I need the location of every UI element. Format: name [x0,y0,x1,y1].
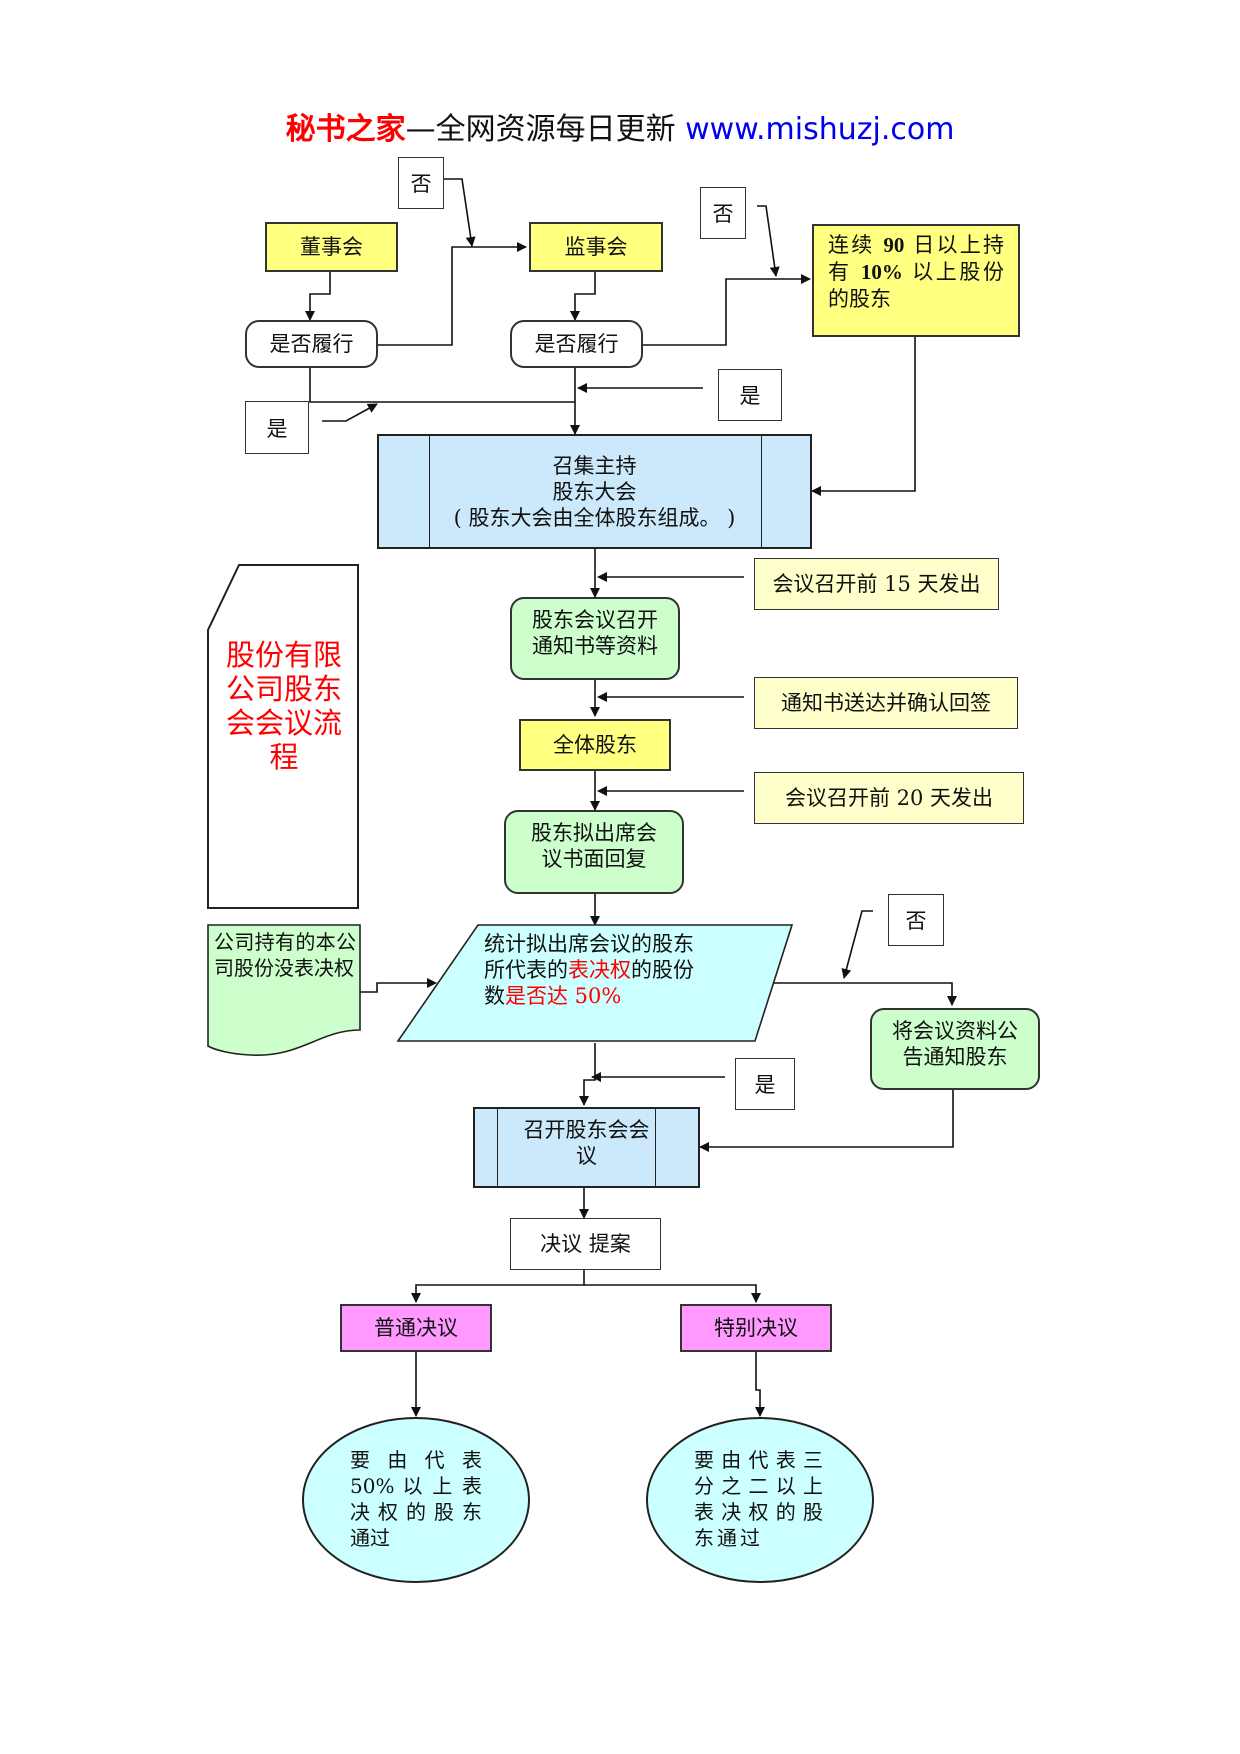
perform-2-label: 是否履行 [534,331,619,356]
convene-line-1: 召集主持 [552,453,637,478]
edge-resolution-split [411,1270,585,1303]
edge-supervisors-to-perform2 [570,269,596,321]
edge-shareholders-to-convene [811,337,916,496]
node-notice-documents: 股东会议召开通知书等资料 [510,597,680,680]
node-ordinary-pass: 要 由 代 表 50% 以 上 表 决 权 的 股 东 通过 [350,1447,482,1551]
edge-no3-pointer [841,910,873,979]
count-shape [396,924,794,1042]
side-title: 股份有限公司股东会会议流程 [218,636,350,776]
board-label: 董事会 [300,234,363,259]
node-supervisors: 监事会 [529,222,663,272]
convene-line-2: 股东大会 [552,479,637,504]
label-no-2: 否 [700,187,746,239]
header-brand: 秘书之家 [285,112,406,147]
node-special-pass: 要由代表三分之二以上表决权的股东通过 [694,1447,826,1551]
special-resolution-label: 特别决议 [714,1315,798,1340]
company-shares-label: 公司持有的本公司股份没表决权 [214,930,356,980]
written-reply-label: 股东拟出席会议书面回复 [531,821,657,871]
side-title-label: 股份有限公司股东会会议流程 [225,638,342,774]
edge-perform1-yes [309,368,575,403]
side-title-shape [207,564,359,909]
node-all-shareholders: 全体股东 [519,719,671,771]
perform-1-label: 是否履行 [269,331,354,356]
node-written-reply: 股东拟出席会议书面回复 [504,810,684,894]
hold-meeting-subprocess-lines [497,1109,656,1186]
node-delivery-confirm: 通知书送达并确认回签 [754,677,1018,729]
convene-subprocess-lines [429,436,762,547]
supervisors-label: 监事会 [564,234,628,259]
ordinary-resolution-label: 普通决议 [374,1315,458,1340]
node-announce: 将会议资料公告通知股东 [870,1008,1040,1090]
node-resolution: 决议 提案 [510,1218,661,1270]
edge-no1-pointer [444,178,476,247]
node-convene-meeting: 召集主持 股东大会 ( 股东大会由全体股东组成。 ) [377,434,812,549]
node-shareholders-90days: 连续 90 日以上持有 10% 以上股份的股东 [812,224,1020,337]
all-shareholders-label: 全体股东 [553,732,637,757]
label-no-3: 否 [888,894,944,946]
label-yes-3: 是 [735,1058,795,1110]
node-ordinary-resolution: 普通决议 [340,1304,492,1352]
edge-perform1-to-supervisors [378,242,527,346]
edge-board-to-perform1 [305,269,331,321]
hold-meeting-label: 召开股东会会议 [523,1118,650,1168]
label-no-1: 否 [398,157,444,209]
ordinary-pass-label: 要 由 代 表 50% 以 上 表 决 权 的 股 东 通过 [350,1448,482,1550]
edge-resolution-split-right [584,1284,761,1303]
edge-no2-pointer [757,205,780,277]
node-perform-1: 是否履行 [245,320,378,368]
node-company-shares: 公司持有的本公司股份没表决权 [214,929,356,1009]
convene-line-3: ( 股东大会由全体股东组成。 ) [453,505,736,530]
edge-count-to-announce [755,982,957,1006]
announce-label: 将会议资料公告通知股东 [892,1019,1018,1069]
node-perform-2: 是否履行 [510,320,643,368]
header-url[interactable]: www.mishuzj.com [685,112,955,147]
edge-yes1-pointer [322,403,378,422]
resolution-label: 决议 提案 [540,1231,631,1256]
notice-15days-label: 会议召开前 15 天发出 [772,571,981,596]
notice-documents-label: 股东会议召开通知书等资料 [532,608,658,658]
special-pass-shape [646,1417,874,1583]
node-hold-meeting: 召开股东会会议 [473,1107,700,1188]
edge-announce-to-hold [699,1090,954,1152]
edge-company-to-count [360,978,437,993]
node-count-votes: 统计拟出席会议的股东所代表的表决权的股份数是否达 50% [484,931,706,1011]
node-notice-20days: 会议召开前 20 天发出 [754,772,1024,824]
page-header: 秘书之家—全网资源每日更新 www.mishuzj.com [0,104,1240,148]
count-votes-label: 统计拟出席会议的股东所代表的表决权的股份数是否达 50% [484,932,694,1008]
edge-perform2-to-shareholders [643,274,811,346]
label-yes-1: 是 [245,401,309,454]
shareholders-90days-label: 连续 90 日以上持有 10% 以上股份的股东 [828,233,1004,311]
special-pass-label: 要由代表三分之二以上表决权的股东通过 [694,1448,826,1550]
delivery-confirm-label: 通知书送达并确认回签 [781,690,991,715]
header-tagline: —全网资源每日更新 [405,112,676,147]
ordinary-pass-shape [302,1417,530,1583]
node-special-resolution: 特别决议 [680,1304,832,1352]
node-board: 董事会 [265,222,398,272]
label-yes-2: 是 [718,369,782,421]
edge-special-to-pass [755,1352,765,1417]
node-notice-15days: 会议召开前 15 天发出 [754,558,999,610]
company-shares-shape [207,924,361,1056]
notice-20days-label: 会议召开前 20 天发出 [784,785,994,810]
edge-count-to-hold [579,1043,596,1106]
